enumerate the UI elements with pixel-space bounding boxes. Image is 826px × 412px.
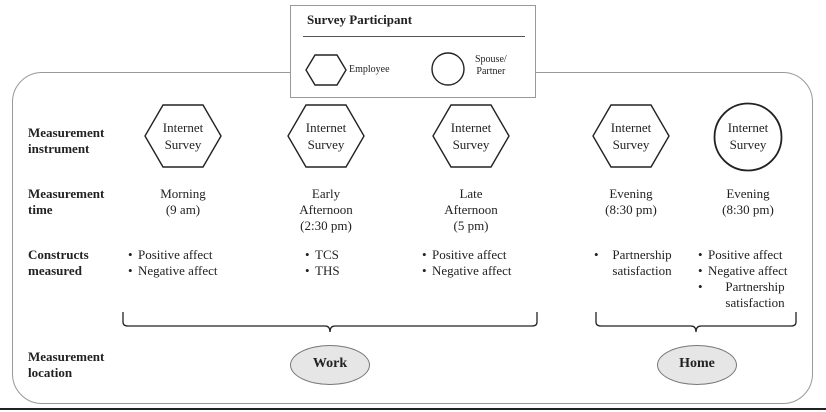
- home-brace: [595, 312, 797, 333]
- measurement-time: Evening(8:30 pm): [722, 186, 774, 217]
- legend-partner-label: Spouse/ Partner: [475, 54, 507, 77]
- list-item: Partnership satisfaction: [594, 247, 680, 279]
- measurement-time: Evening(8:30 pm): [605, 186, 657, 217]
- list-item: Negative affect: [422, 263, 512, 279]
- list-item: Negative affect: [698, 263, 802, 279]
- list-item: Negative affect: [128, 263, 218, 279]
- hexagon-icon: [144, 104, 222, 168]
- bottom-rule: [0, 408, 826, 410]
- list-item: Partnership satisfaction: [698, 279, 802, 311]
- hexagon-icon: [432, 104, 510, 168]
- work-location-ellipse: [290, 345, 370, 385]
- constructs-list: TCS THS: [305, 247, 340, 279]
- measurement-time: Morning(9 am): [160, 186, 206, 217]
- legend-divider: [303, 36, 525, 37]
- hexagon-icon: [305, 54, 347, 86]
- legend-title: Survey Participant: [307, 12, 413, 27]
- legend-employee-label: Employee: [349, 64, 390, 75]
- legend-box: Survey Participant Employee Spouse/ Part…: [290, 5, 536, 98]
- constructs-list: Positive affect Negative affect: [128, 247, 218, 279]
- hexagon-icon: [592, 104, 670, 168]
- constructs-list: Partnership satisfaction: [594, 247, 680, 279]
- home-location-label: Home: [679, 356, 715, 371]
- list-item: THS: [305, 263, 340, 279]
- circle-icon: [431, 52, 465, 86]
- home-location-ellipse: [657, 345, 737, 385]
- hexagon-icon: [287, 104, 365, 168]
- work-location-label: Work: [312, 356, 348, 371]
- list-item: Positive affect: [128, 247, 218, 263]
- list-item: TCS: [305, 247, 340, 263]
- list-item: Positive affect: [698, 247, 802, 263]
- work-brace: [122, 312, 538, 333]
- constructs-list: Positive affect Negative affect: [422, 247, 512, 279]
- constructs-list: Positive affect Negative affect Partners…: [698, 247, 802, 311]
- circle-icon: [713, 102, 783, 172]
- list-item: Positive affect: [422, 247, 512, 263]
